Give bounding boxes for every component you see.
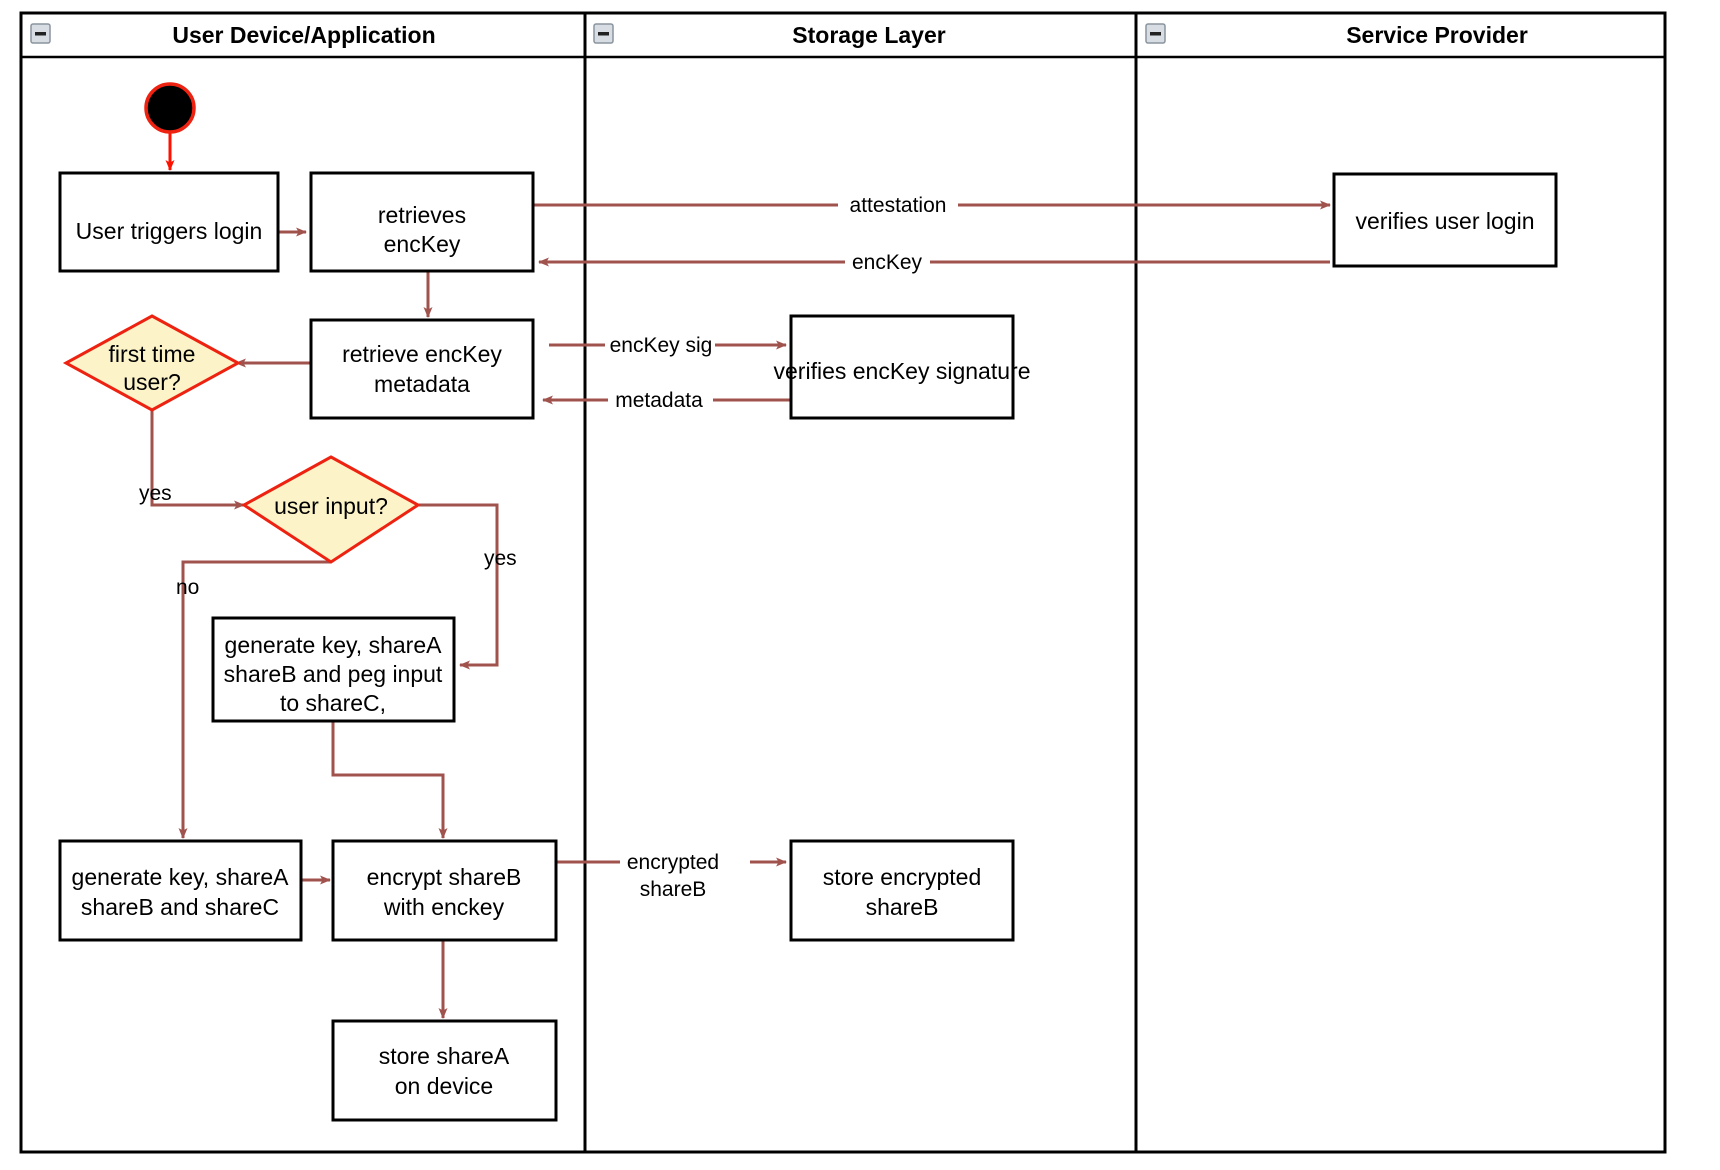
node-label-retrieves-enckey-line2: encKey <box>384 231 461 257</box>
node-label-store-encrypted-line2: shareB <box>866 894 939 920</box>
collapse-minus-icon[interactable] <box>1145 23 1166 44</box>
node-label-user-triggers-login: User triggers login <box>76 218 263 244</box>
node-label-store-encrypted-line1: store encrypted <box>823 864 982 890</box>
node-label-store-sharea-line2: on device <box>395 1073 493 1099</box>
node-label-peg-input-line3: to shareC, <box>280 690 386 716</box>
edge-label-bg-encrypted-shareb <box>620 842 750 898</box>
node-label-store-sharea-line1: store shareA <box>379 1043 510 1069</box>
node-user-input-decision[interactable]: user input? <box>241 455 421 564</box>
node-store-encrypted-shareb[interactable]: store encrypted shareB <box>789 839 1015 942</box>
node-label-generate-sharec-line1: generate key, shareA <box>72 864 290 890</box>
lane-header-user-device[interactable]: User Device/Application <box>30 22 436 48</box>
lane-title-storage: Storage Layer <box>792 22 945 48</box>
edge-peg-input-to-encrypt <box>331 721 448 839</box>
node-label-encrypt-shareb-line2: with enckey <box>383 894 505 920</box>
edge-label-attestation: attestation <box>850 194 947 217</box>
edge-label-enckey: encKey <box>852 251 923 274</box>
initial-node <box>144 82 196 134</box>
edge-label-encrypted-line2: shareB <box>640 878 707 901</box>
node-retrieve-enckey-metadata[interactable]: retrieve encKey metadata <box>309 318 535 420</box>
edge-first-time-user-yes <box>150 410 245 510</box>
collapse-minus-icon[interactable] <box>30 23 51 44</box>
edge-label-bg-enckey-sig <box>605 332 715 358</box>
node-label-generate-sharec-line2: shareB and shareC <box>81 894 279 920</box>
node-label-peg-input-line1: generate key, shareA <box>225 632 443 658</box>
node-label-user-input: user input? <box>274 493 388 519</box>
collapse-minus-icon[interactable] <box>593 23 614 44</box>
edge-label-bg-attestation <box>838 192 958 218</box>
node-label-verifies-user-login: verifies user login <box>1356 208 1535 234</box>
edge-label-bg-metadata <box>608 387 713 413</box>
node-store-sharea-on-device[interactable]: store shareA on device <box>331 1019 558 1122</box>
edge-label-metadata: metadata <box>615 389 703 412</box>
node-label-retrieves-enckey-line1: retrieves <box>378 202 466 228</box>
node-encrypt-shareb[interactable]: encrypt shareB with enckey <box>331 839 558 942</box>
lane-title-user-device: User Device/Application <box>172 22 435 48</box>
lane-header-service-provider[interactable]: Service Provider <box>1145 22 1528 48</box>
node-generate-key-sharec[interactable]: generate key, shareA shareB and shareC <box>58 839 303 942</box>
node-verifies-enckey-signature[interactable]: verifies encKey signature <box>774 314 1031 420</box>
edge-user-input-yes <box>418 503 499 670</box>
edge-user-input-no <box>178 560 331 839</box>
node-retrieves-enckey[interactable]: retrieves encKey <box>309 171 535 273</box>
node-verifies-user-login[interactable]: verifies user login <box>1332 172 1558 268</box>
node-label-encrypt-shareb-line1: encrypt shareB <box>367 864 522 890</box>
edge-label-encrypted-line1: encrypted <box>627 851 719 874</box>
node-label-verifies-enckey-signature: verifies encKey signature <box>774 358 1031 384</box>
node-first-time-user-decision[interactable]: first time user? <box>62 314 242 412</box>
edge-label-yes-first-time: yes <box>139 482 172 505</box>
edge-label-yes-user-input: yes <box>484 547 517 570</box>
lane-title-service-provider: Service Provider <box>1346 22 1528 48</box>
edge-label-bg-enckey <box>845 249 930 275</box>
lane-header-storage[interactable]: Storage Layer <box>593 22 946 48</box>
node-user-triggers-login[interactable]: User triggers login <box>58 171 280 273</box>
node-label-first-time-user-line1: first time <box>109 341 196 367</box>
edge-label-enckey-sig: encKey sig <box>610 334 713 357</box>
node-label-first-time-user-line2: user? <box>123 369 181 395</box>
node-label-retrieve-metadata-line2: metadata <box>374 371 470 397</box>
edge-label-no-user-input: no <box>176 576 199 599</box>
node-label-peg-input-line2: shareB and peg input <box>224 661 443 687</box>
node-label-retrieve-metadata-line1: retrieve encKey <box>342 341 502 367</box>
node-generate-key-peg-input[interactable]: generate key, shareA shareB and peg inpu… <box>211 616 456 723</box>
